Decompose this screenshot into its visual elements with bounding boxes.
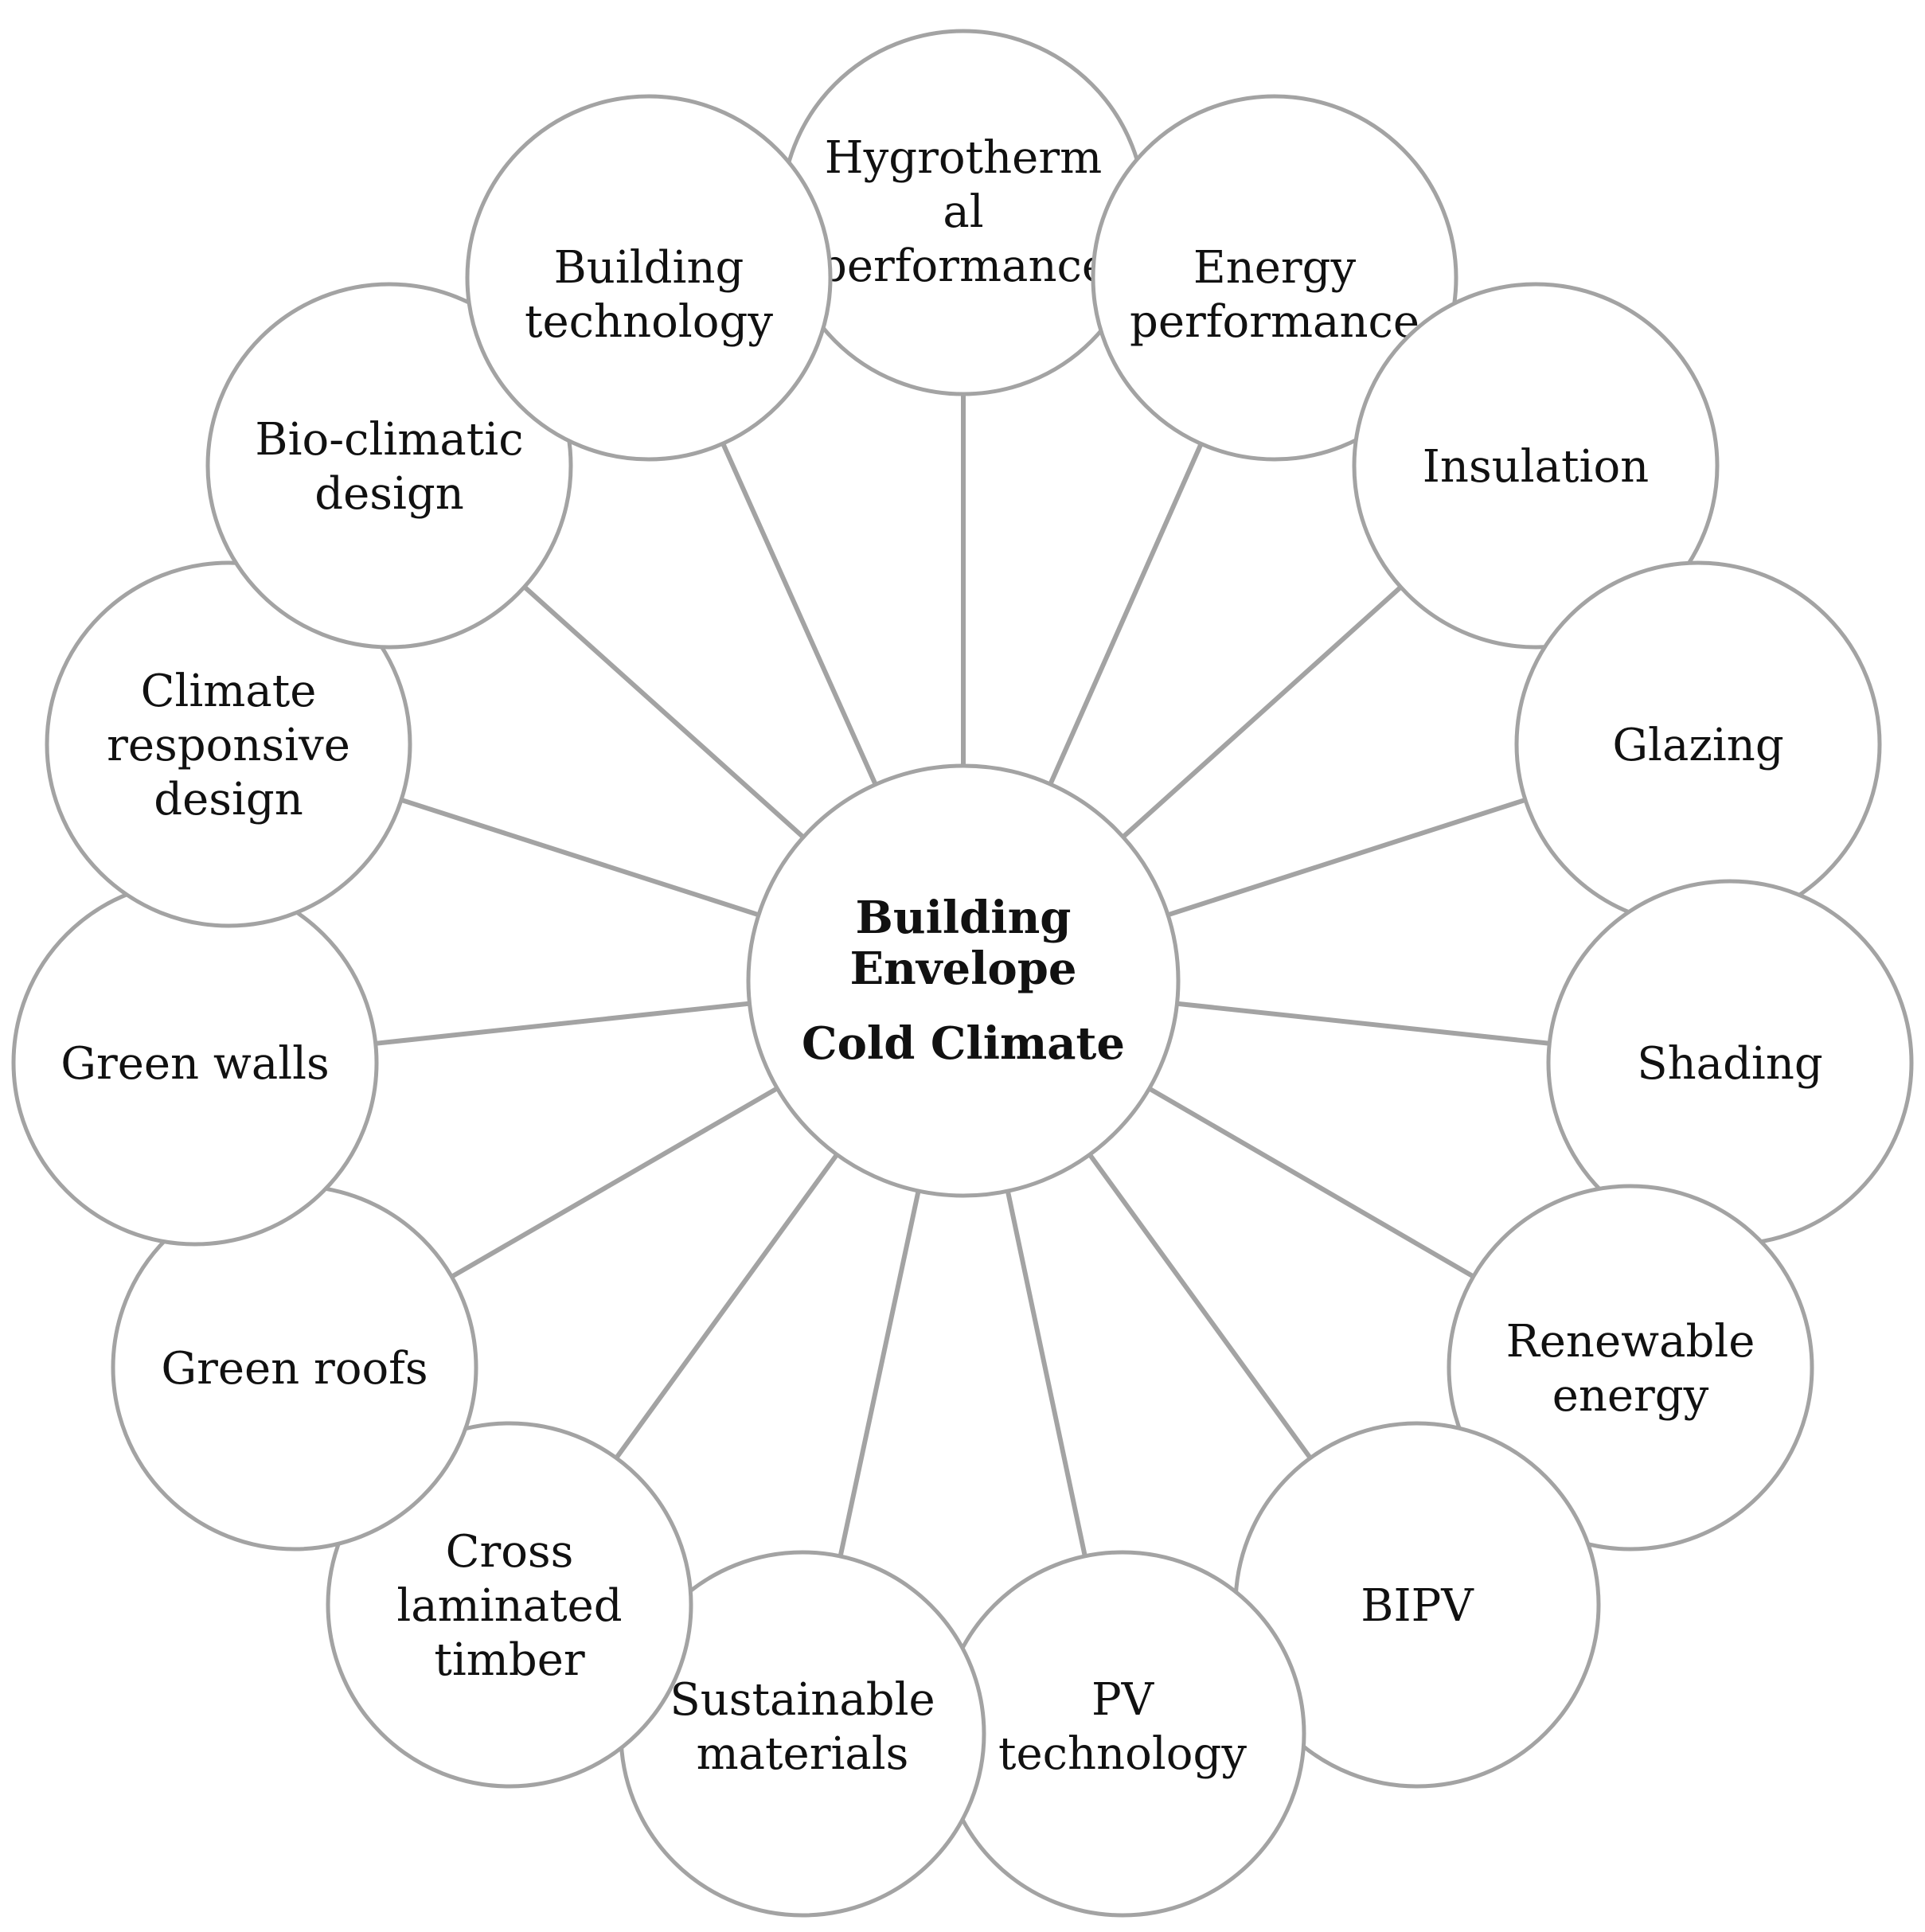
- node-circle: [1352, 282, 1720, 650]
- connector-line: [375, 1001, 750, 1046]
- node-label-line: Glazing: [1612, 720, 1783, 771]
- node-label-line: Green walls: [61, 1038, 330, 1090]
- node-label-line: laminated: [396, 1580, 622, 1632]
- node-label-line: Hygrotherm: [825, 132, 1102, 184]
- node-label-line: technology: [525, 296, 773, 348]
- node-circle: [326, 1421, 693, 1789]
- center-circle: [746, 763, 1181, 1198]
- connector-line: [1167, 797, 1526, 918]
- node-label-line: Cross: [446, 1526, 574, 1578]
- connector-line: [1005, 1190, 1087, 1557]
- connector-line: [1121, 585, 1403, 839]
- node-green-walls: Green walls: [11, 879, 379, 1247]
- node-label-line: responsive: [107, 720, 350, 771]
- connector-line: [400, 797, 759, 918]
- node-label-line: technology: [998, 1728, 1247, 1780]
- connector-line: [614, 1153, 839, 1460]
- center-label-line: Building: [856, 892, 1072, 944]
- connector-line: [838, 1190, 921, 1557]
- node-label-line: performance: [1130, 296, 1419, 348]
- node-label-line: Bio-climatic: [255, 414, 523, 466]
- node-label-line: PV: [1091, 1674, 1155, 1726]
- node-circle: [45, 560, 412, 928]
- connector-line: [720, 442, 878, 786]
- node-label-line: Energy: [1193, 242, 1357, 294]
- connector-line: [1087, 1153, 1313, 1460]
- node-label-line: energy: [1552, 1370, 1709, 1422]
- node-glazing: Glazing: [1514, 560, 1882, 928]
- node-label-line: Climate: [141, 665, 317, 717]
- connector-line: [1048, 443, 1204, 786]
- node-label-line: BIPV: [1361, 1580, 1474, 1632]
- node-label-line: design: [314, 468, 464, 520]
- node-circle: [1091, 94, 1458, 462]
- node-circle: [1447, 1184, 1814, 1551]
- node-label-line: Insulation: [1423, 441, 1649, 493]
- node-label-line: materials: [697, 1728, 909, 1780]
- node-green-roofs: Green roofs: [111, 1184, 478, 1551]
- node-label-line: performance: [818, 240, 1108, 292]
- center-label-line: Cold Climate: [802, 1017, 1125, 1070]
- connector-line: [1177, 1001, 1550, 1046]
- node-circle: [205, 282, 573, 650]
- center-label-line: Envelope: [850, 943, 1077, 995]
- node-shading: Shading: [1546, 879, 1914, 1247]
- node-label-line: Building: [554, 242, 744, 294]
- node-circle: [465, 94, 833, 462]
- node-label-line: Shading: [1637, 1038, 1823, 1090]
- node-label-line: al: [943, 186, 983, 238]
- node-label-line: Renewable: [1506, 1316, 1755, 1368]
- node-label-line: timber: [434, 1634, 585, 1686]
- node-insulation: Insulation: [1352, 282, 1720, 650]
- connector-line: [450, 1086, 779, 1279]
- connector-line: [522, 585, 806, 839]
- node-label-line: Green roofs: [161, 1343, 428, 1395]
- connector-lines: [375, 394, 1550, 1557]
- connector-line: [1148, 1086, 1475, 1279]
- node-label-line: design: [154, 774, 303, 825]
- node-label-line: Sustainable: [670, 1674, 935, 1726]
